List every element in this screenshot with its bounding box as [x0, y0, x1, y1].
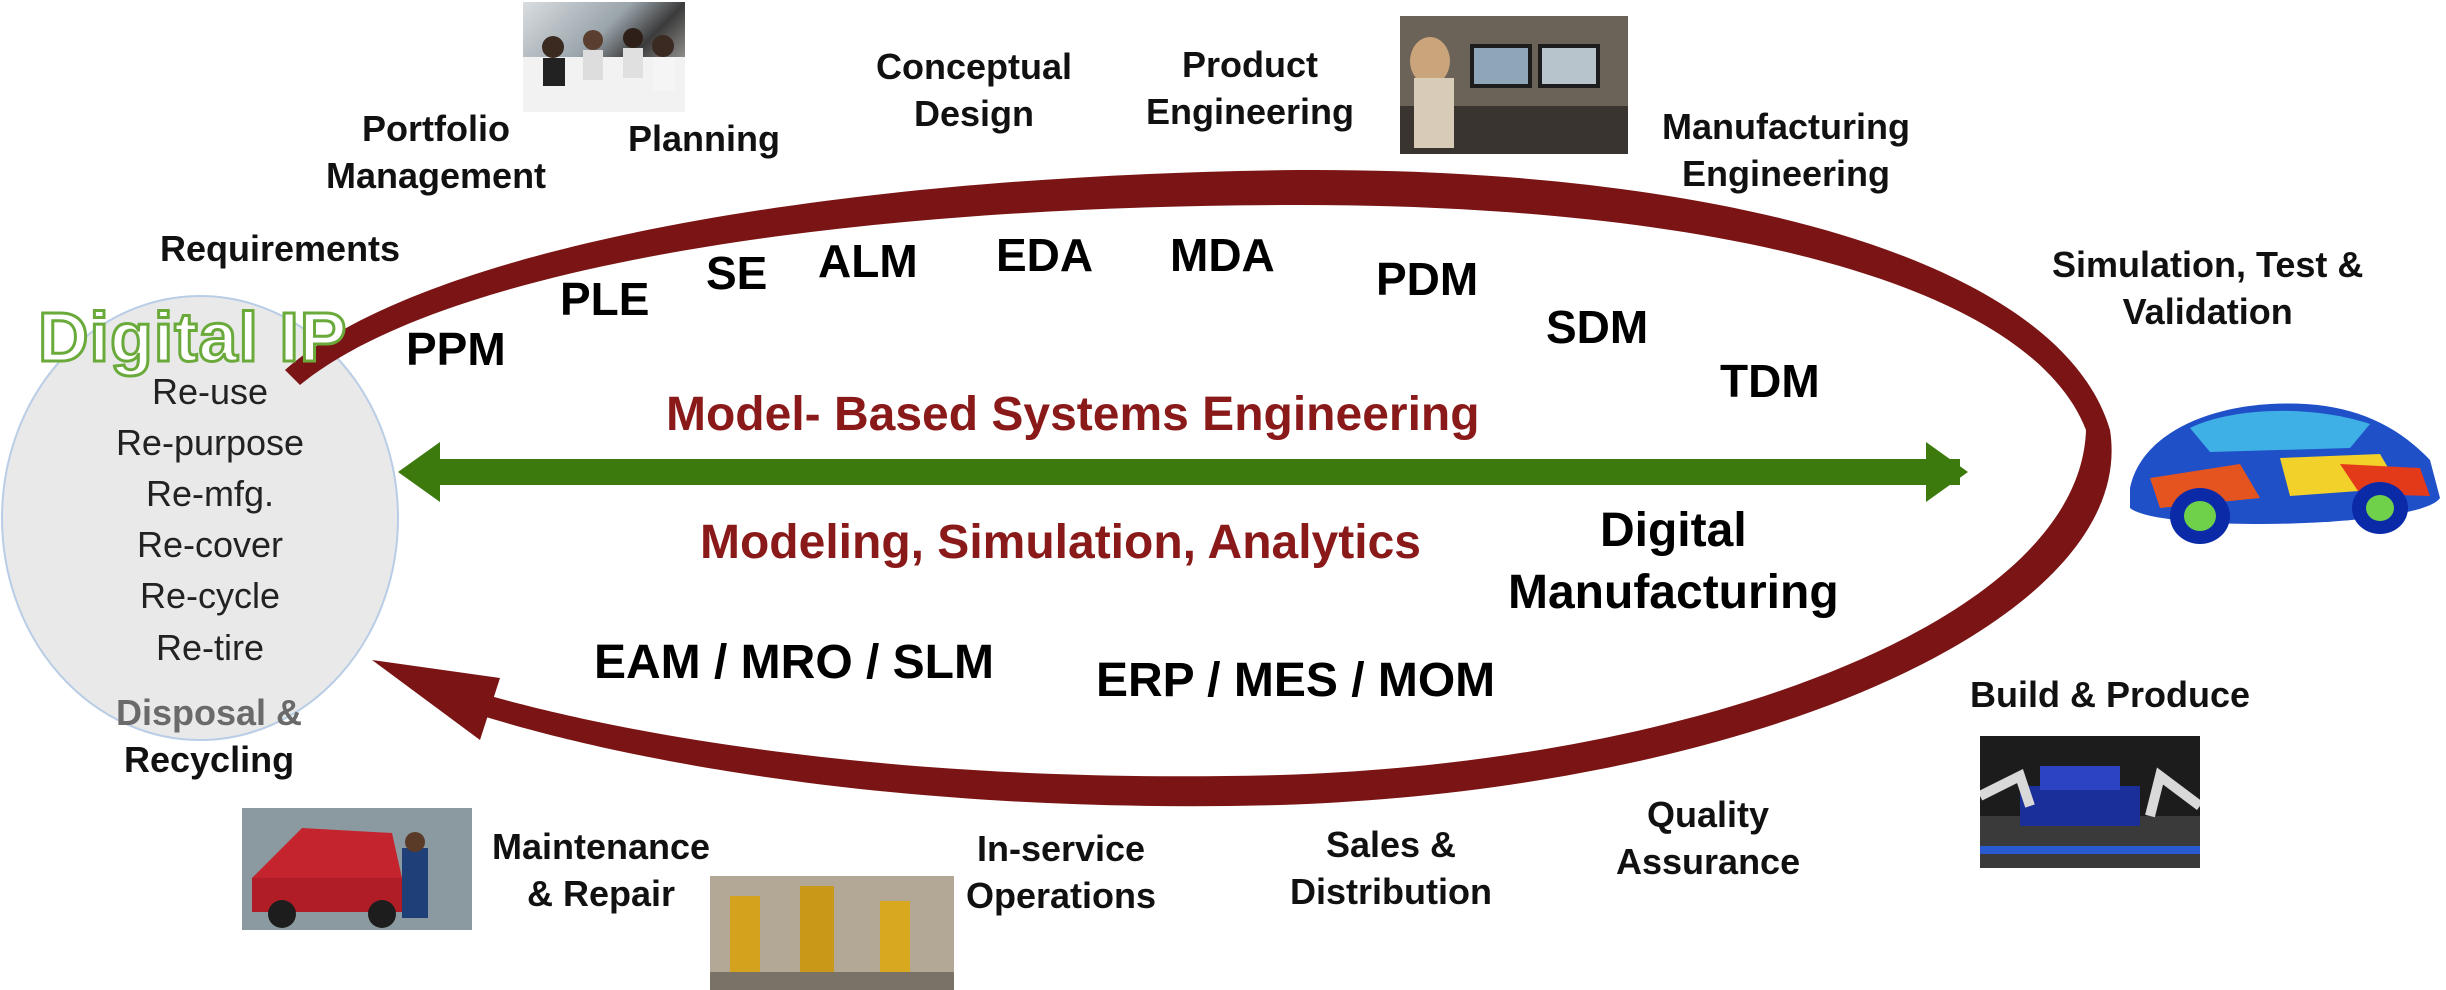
acronym-sdm: SDM [1546, 301, 1649, 353]
factory-operations-photo [710, 876, 954, 990]
recycling-line: Recycling [123, 738, 295, 780]
digital-ip-logo: Digital IP [36, 297, 348, 378]
acronym-alm: ALM [818, 235, 918, 287]
acronym-mda: MDA [1170, 229, 1275, 281]
stage-build-produce: Build & Produce [1970, 674, 2251, 715]
stage-disposal-recycling: Disposal & Recycling [116, 690, 302, 784]
reuse-item: Re-mfg. [145, 473, 275, 515]
car-simulation-image [2120, 368, 2446, 550]
acronym-ppm: PPM [406, 323, 506, 375]
reuse-item: Re-tire [155, 626, 265, 668]
stage-in-service-operations: In-service Operations [966, 828, 1157, 916]
system-digital-manufacturing: Digital Manufacturing [1508, 504, 1839, 620]
stage-requirements: Requirements [160, 228, 401, 269]
mbse-title: Model- Based Systems Engineering [666, 388, 1480, 441]
system-erp-mes-mom: ERP / MES / MOM [1096, 654, 1496, 707]
system-eam-mro-slm: EAM / MRO / SLM [594, 636, 994, 689]
lifecycle-loop-bottom [470, 430, 2112, 807]
meeting-photo [523, 2, 685, 112]
acronym-ple: PLE [560, 273, 650, 325]
stage-conceptual-design: Conceptual Design [876, 46, 1073, 134]
mbse-double-arrow [398, 442, 1968, 502]
stage-sales-distribution: Sales & Distribution [1290, 824, 1492, 912]
stage-manufacturing-engineering: Manufacturing Engineering [1662, 106, 1910, 194]
stage-simulation-test-validation: Simulation, Test & Validation [2052, 244, 2364, 332]
lifecycle-loop-top [285, 169, 2110, 430]
msa-title: Modeling, Simulation, Analytics [700, 516, 1421, 569]
stage-product-engineering: Product Engineering [1146, 44, 1355, 132]
reuse-item: Re-purpose [115, 422, 305, 464]
digital-ip-circle [1, 295, 399, 741]
acronym-eda: EDA [996, 229, 1094, 281]
reuse-list: Re-use Re-purpose Re-mfg. Re-cover Re-cy… [60, 366, 360, 673]
reuse-item: Re-cycle [139, 575, 281, 617]
car-repair-photo [242, 808, 472, 930]
stage-quality-assurance: Quality Assurance [1616, 794, 1801, 882]
reuse-item: Re-use [151, 371, 269, 412]
acronym-tdm: TDM [1720, 355, 1820, 407]
production-line-image [1980, 736, 2200, 868]
disposal-line: Disposal & [116, 692, 303, 733]
acronym-pdm: PDM [1376, 253, 1479, 305]
stage-maintenance-repair: Maintenance & Repair [492, 826, 711, 914]
lifecycle-arrowhead [372, 660, 500, 740]
reuse-item: Re-cover [136, 524, 284, 566]
engineer-workstation-photo [1400, 16, 1628, 154]
stage-planning: Planning [628, 118, 780, 159]
stage-portfolio-management: Portfolio Management [326, 108, 547, 196]
acronym-se: SE [706, 247, 768, 299]
